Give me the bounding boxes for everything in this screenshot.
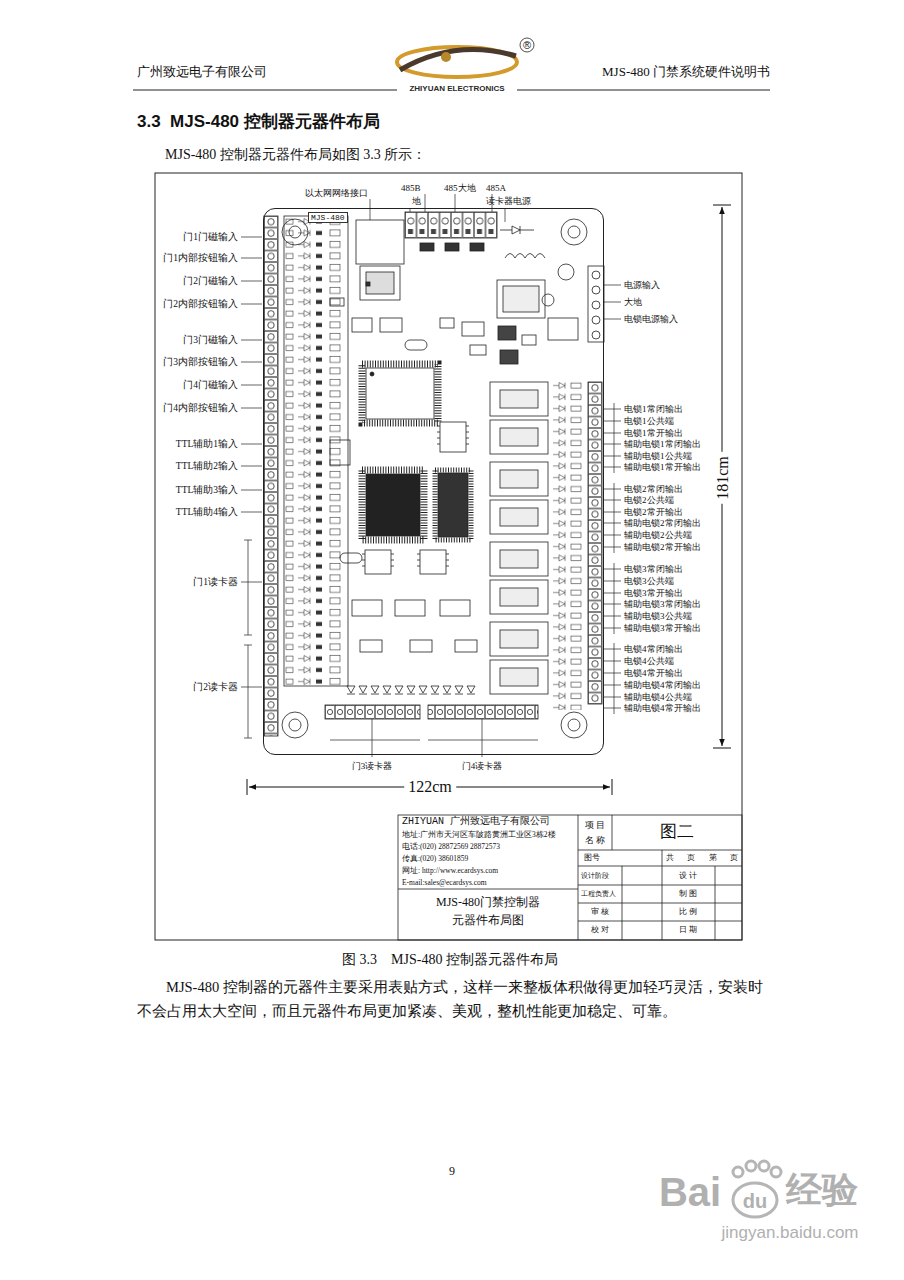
output-label: 辅助电锁2公共端 bbox=[624, 530, 692, 540]
output-label: 电锁4公共端 bbox=[624, 656, 674, 666]
port-label: 地 bbox=[412, 196, 421, 206]
company-info: 地址:广州市天河区车陂路黄洲工业区3栋2楼 bbox=[402, 831, 556, 840]
input-label: 门3内部按钮输入 bbox=[163, 357, 238, 368]
output-label: 电锁3公共端 bbox=[624, 576, 674, 586]
header-title: MJS-480 门禁系统硬件说明书 bbox=[602, 65, 770, 80]
company-info: 电话:(020) 28872569 28872573 bbox=[402, 843, 500, 852]
input-label: TTL辅助3输入 bbox=[176, 485, 238, 496]
table-cell: 比 例 bbox=[679, 907, 697, 916]
input-label: TTL辅助4输入 bbox=[176, 507, 238, 518]
output-label: 辅助电锁2常闭输出 bbox=[624, 518, 701, 528]
body-paragraph: MJS-480 控制器的元器件主要采用表贴方式，这样一来整板体积做得更加轻巧灵活… bbox=[137, 975, 775, 1023]
company-info: 传真:(020) 38601859 bbox=[402, 855, 468, 864]
board-marking: MJS-480 bbox=[308, 212, 348, 223]
output-label: 辅助电锁1常闭输出 bbox=[624, 439, 701, 449]
input-label: TTL辅助1输入 bbox=[176, 439, 238, 450]
output-label: 电锁4常闭输出 bbox=[624, 644, 683, 654]
input-label: 门4内部按钮输入 bbox=[163, 403, 238, 414]
dimension-label: 181cm bbox=[714, 452, 732, 504]
output-label: 辅助电锁4常闭输出 bbox=[624, 680, 701, 690]
table-cell: 图二 bbox=[660, 822, 694, 842]
watermark: du bbox=[743, 1190, 767, 1213]
watermark: jingyan.baidu.com bbox=[721, 1223, 858, 1243]
output-label: 电锁1公共端 bbox=[624, 416, 674, 426]
output-label: 电源输入 bbox=[624, 280, 660, 290]
table-cell: 制 图 bbox=[679, 889, 697, 898]
input-label: 门1读卡器 bbox=[193, 577, 238, 588]
table-cell: 项 目 bbox=[585, 820, 605, 830]
drawing-title: MJS-480门禁控制器 bbox=[436, 896, 540, 910]
input-label: 门1内部按钮输入 bbox=[163, 253, 238, 264]
output-label: 电锁4常开输出 bbox=[624, 668, 683, 678]
watermark: Bai bbox=[659, 1169, 721, 1215]
watermark: 经验 bbox=[786, 1169, 858, 1210]
intro-text: MJS-480 控制器元器件布局如图 3.3 所示： bbox=[165, 147, 426, 163]
table-cell: 工程负责人 bbox=[581, 890, 616, 898]
figure-caption: 图 3.3 MJS-480 控制器元器件布局 bbox=[342, 952, 558, 968]
input-label: 门2内部按钮输入 bbox=[163, 299, 238, 310]
table-cell: 日 期 bbox=[679, 925, 697, 934]
output-label: 辅助电锁3常闭输出 bbox=[624, 599, 701, 609]
reader-label: 门4读卡器 bbox=[462, 761, 503, 771]
port-label: 485大地 bbox=[444, 183, 476, 193]
output-label: 辅助电锁3常开输出 bbox=[624, 623, 701, 633]
output-label: 电锁1常开输出 bbox=[624, 428, 683, 438]
table-cell: 审 核 bbox=[591, 907, 609, 916]
table-cell: 名 称 bbox=[585, 835, 605, 845]
company-info: E-mail:sales@ecardsys.com bbox=[402, 879, 487, 888]
input-label: 门2门磁输入 bbox=[183, 276, 238, 287]
output-label: 电锁3常开输出 bbox=[624, 588, 683, 598]
output-label: 电锁3常闭输出 bbox=[624, 564, 683, 574]
output-label: 辅助电锁4公共端 bbox=[624, 692, 692, 702]
input-label: TTL辅助2输入 bbox=[176, 461, 238, 472]
table-cell: 设计阶段 bbox=[581, 872, 609, 880]
output-label: 辅助电锁2常开输出 bbox=[624, 542, 701, 552]
input-label: 门4门磁输入 bbox=[183, 380, 238, 391]
drawing-title: 元器件布局图 bbox=[452, 914, 524, 928]
header-company: 广州致远电子有限公司 bbox=[137, 65, 267, 80]
table-cell: 设 计 bbox=[679, 871, 697, 880]
output-label: 电锁2常开输出 bbox=[624, 507, 683, 517]
output-label: 辅助电锁1公共端 bbox=[624, 451, 692, 461]
output-label: 大地 bbox=[624, 297, 642, 307]
company-info: 网址: http://www.ecardsys.com bbox=[402, 867, 498, 876]
page-number: 9 bbox=[449, 1165, 455, 1179]
output-label: 辅助电锁1常开输出 bbox=[624, 462, 701, 472]
table-cell: 图号 bbox=[584, 853, 600, 862]
section-heading: 3.3 MJS-480 控制器元器件布局 bbox=[137, 112, 380, 132]
reader-label: 门3读卡器 bbox=[352, 761, 393, 771]
dimension-label: 122cm bbox=[404, 778, 456, 796]
output-label: 电锁2公共端 bbox=[624, 495, 674, 505]
input-label: 门3门磁输入 bbox=[183, 335, 238, 346]
circuit-board: MJS-480 bbox=[263, 208, 604, 755]
table-cell: 校 对 bbox=[591, 925, 609, 934]
company-info: ZHIYUAN 广州致远电子有限公司 bbox=[402, 816, 550, 828]
port-label: 以太网网络接口 bbox=[305, 188, 368, 198]
output-label: 电锁2常闭输出 bbox=[624, 484, 683, 494]
port-label: 485B bbox=[401, 183, 421, 193]
input-label: 门1门磁输入 bbox=[183, 232, 238, 243]
port-label: 读卡器电源 bbox=[486, 196, 531, 206]
registered-mark: ® bbox=[523, 39, 531, 52]
logo-text: ZHIYUAN ELECTRONICS bbox=[409, 84, 504, 93]
output-label: 辅助电锁3公共端 bbox=[624, 611, 692, 621]
output-label: 电锁电源输入 bbox=[624, 314, 678, 324]
output-label: 电锁1常闭输出 bbox=[624, 404, 683, 414]
input-label: 门2读卡器 bbox=[193, 682, 238, 693]
output-label: 辅助电锁4常开输出 bbox=[624, 703, 701, 713]
table-cell: 共 页 第 页 bbox=[666, 853, 738, 862]
port-label: 485A bbox=[486, 183, 506, 193]
